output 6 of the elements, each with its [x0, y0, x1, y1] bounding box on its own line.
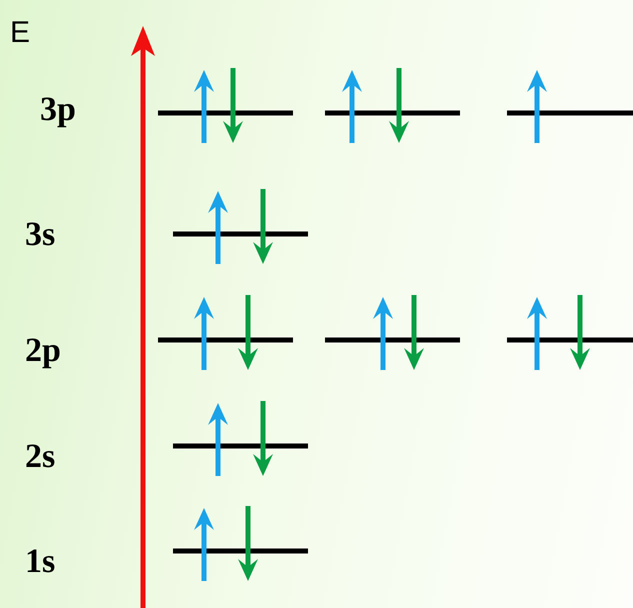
- energy-level-label: 3s: [25, 218, 56, 252]
- energy-level-label: 3p: [40, 93, 76, 127]
- axis-label: E: [10, 18, 30, 48]
- energy-level-label: 1s: [25, 545, 56, 579]
- energy-level-label: 2p: [25, 334, 61, 368]
- energy-level-label: 2s: [25, 440, 56, 474]
